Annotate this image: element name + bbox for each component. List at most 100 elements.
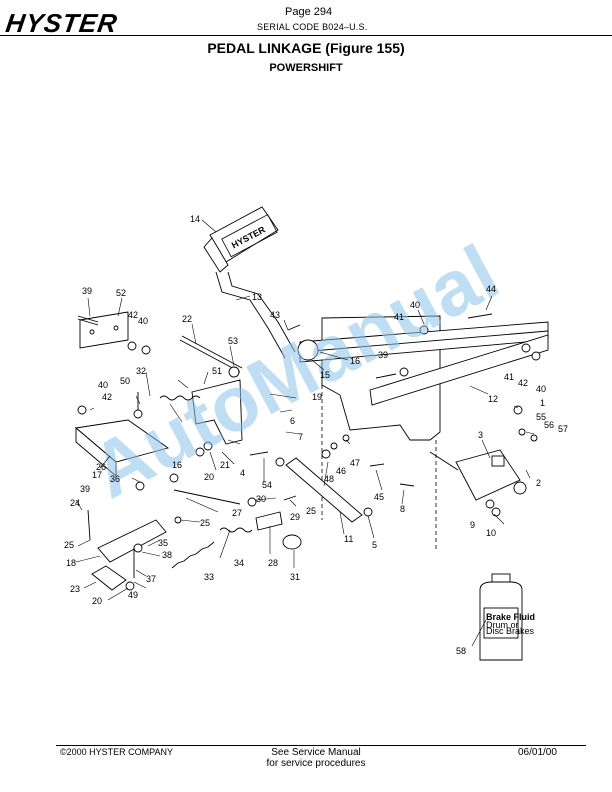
callout: 49 (128, 590, 138, 600)
callout: 55 (536, 412, 546, 422)
callout: 46 (336, 466, 346, 476)
callout: 39 (82, 286, 92, 296)
page-title: PEDAL LINKAGE (Figure 155) (207, 40, 405, 56)
callout: 5 (372, 540, 377, 550)
callout: 25 (306, 506, 316, 516)
callout: 8 (400, 504, 405, 514)
callout: 47 (350, 458, 360, 468)
callout: 13 (252, 292, 262, 302)
callout: 11 (344, 534, 353, 544)
callout: 3 (478, 430, 483, 440)
brake-pedal: HYSTER (203, 206, 296, 359)
callout: 53 (228, 336, 238, 346)
callout: 42 (102, 392, 112, 402)
spring-32 (159, 395, 201, 401)
callout: 35 (158, 538, 168, 548)
callout: 17 (92, 470, 102, 480)
hardware (77, 313, 541, 591)
callout: 54 (262, 480, 272, 490)
mid-bracket (191, 379, 243, 445)
callout: 9 (470, 520, 475, 530)
rod-11 (285, 457, 363, 523)
bracket-52 (79, 311, 129, 349)
callout: 42 (128, 310, 138, 320)
callout: 21 (220, 460, 230, 470)
callout: 30 (256, 494, 266, 504)
bottle-sub2: Disc Brakes (486, 626, 535, 636)
footer-date: 06/01/00 (518, 747, 557, 758)
callout: 58 (456, 646, 466, 656)
spring-33 (171, 541, 215, 569)
callout: 16 (172, 460, 182, 470)
callout: 31 (290, 572, 300, 582)
callout: 6 (290, 416, 295, 426)
callout: 44 (486, 284, 496, 294)
callout: 23 (70, 584, 80, 594)
callout: 19 (312, 392, 322, 402)
callout: 34 (234, 558, 244, 568)
header-rule (0, 35, 612, 36)
callout: 24 (70, 498, 80, 508)
page-number: Page 294 (285, 6, 333, 18)
callout: 32 (136, 366, 146, 376)
callout: 16 (350, 356, 360, 366)
callout: 40 (410, 300, 420, 310)
bottle-brand: Brake Fluid (486, 612, 535, 622)
callout: 40 (98, 380, 108, 390)
callout: 7 (298, 432, 303, 442)
callout: 20 (92, 596, 102, 606)
callout: 18 (66, 558, 76, 568)
page-subtitle: POWERSHIFT (269, 62, 343, 74)
callout: 2 (536, 478, 541, 488)
footer-note: See Service Manual for service procedure… (256, 747, 376, 769)
callout: 50 (120, 376, 130, 386)
leader-lines (75, 219, 535, 647)
callout: 40 (536, 384, 546, 394)
bracket-23 (91, 565, 127, 591)
callout: 40 (138, 316, 148, 326)
callout: 42 (518, 378, 528, 388)
footer-rule (56, 745, 586, 746)
callout: 41 (504, 372, 514, 382)
callout: 22 (182, 314, 192, 324)
callout: 27 (232, 508, 242, 518)
callout: 29 (290, 512, 300, 522)
callout: 43 (270, 310, 280, 320)
callout: 14 (190, 214, 200, 224)
callout: 15 (320, 370, 330, 380)
master-cylinder (429, 449, 527, 501)
callout: 39 (378, 350, 388, 360)
callout: 25 (200, 518, 210, 528)
callout: 45 (374, 492, 384, 502)
callout: 36 (110, 474, 120, 484)
footer-copyright: ©2000 HYSTER COMPANY (60, 747, 173, 757)
callout: 39 (80, 484, 90, 494)
callout: 4 (240, 468, 245, 478)
bracket-18 (97, 519, 167, 563)
callout: 25 (64, 540, 74, 550)
callout: 41 (394, 312, 404, 322)
callout: 38 (162, 550, 172, 560)
bottle-sub1: Drum or (486, 620, 519, 630)
callout: 52 (116, 288, 126, 298)
footer-note-line2: for service procedures (266, 758, 366, 769)
callouts: 1 2 3 4 5 6 7 8 9 10 11 12 13 14 15 16 1… (64, 214, 568, 656)
callout: 57 (558, 424, 568, 434)
callout: 26 (96, 462, 106, 472)
callout: 33 (204, 572, 214, 582)
callout: 48 (324, 474, 334, 484)
callout: 37 (146, 574, 156, 584)
roller-31 (282, 534, 302, 550)
callout: 28 (268, 558, 278, 568)
callout: 20 (204, 472, 214, 482)
spring-34 (219, 527, 253, 533)
serial-code: SERIAL CODE B024–U.S. (257, 22, 368, 32)
rod-22 (179, 339, 241, 373)
callout: 12 (488, 394, 498, 404)
callout: 10 (486, 528, 496, 538)
callout: 56 (544, 420, 554, 430)
callout: 1 (540, 398, 545, 408)
brake-fluid-bottle: Brake Fluid Drum or Disc Brakes (479, 573, 535, 661)
footer-note-line1: See Service Manual (271, 747, 361, 758)
